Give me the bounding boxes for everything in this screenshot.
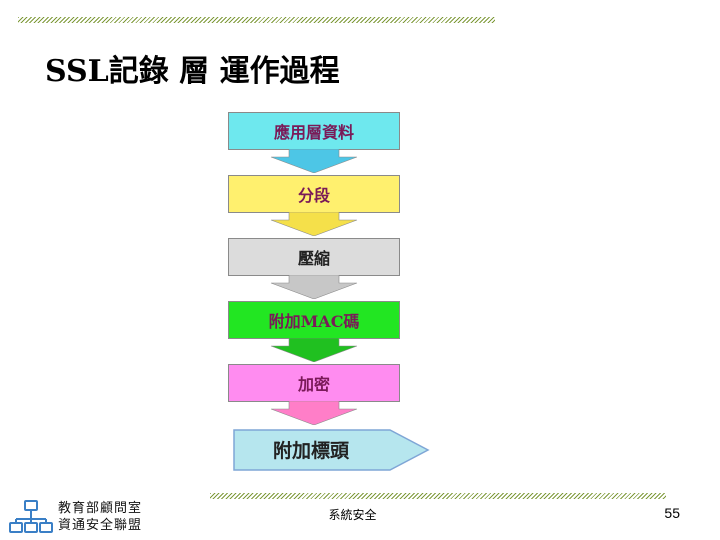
- flow-step-compress: 壓縮: [228, 238, 400, 276]
- down-arrow-icon: [270, 275, 358, 299]
- flow-step-application-data: 應用層資料: [228, 112, 400, 150]
- flow-step-add-header: 附加標頭: [272, 439, 349, 462]
- slide-title: SSL記錄 層 運作過程: [45, 54, 340, 89]
- top-decorative-rule: [18, 17, 495, 23]
- down-arrow-icon: [270, 401, 358, 425]
- down-arrow-icon: [270, 212, 358, 236]
- footer-topic: 系統安全: [328, 508, 377, 522]
- bottom-decorative-rule: [210, 493, 666, 499]
- flow-step-add-mac: 附加MAC碼: [228, 301, 400, 339]
- organization-name-line-1: 教育部顧問室: [58, 501, 143, 516]
- network-logo-icon: [9, 500, 53, 533]
- down-arrow-icon: [270, 149, 358, 173]
- flow-step-add-header-shape: [233, 429, 430, 471]
- down-arrow-icon: [270, 338, 358, 362]
- organization-name-line-2: 資通安全聯盟: [58, 518, 143, 533]
- page-number: 55: [664, 505, 680, 521]
- flow-step-fragment: 分段: [228, 175, 400, 213]
- organization-name: 教育部顧問室 資通安全聯盟: [58, 500, 158, 534]
- flow-step-encrypt: 加密: [228, 364, 400, 402]
